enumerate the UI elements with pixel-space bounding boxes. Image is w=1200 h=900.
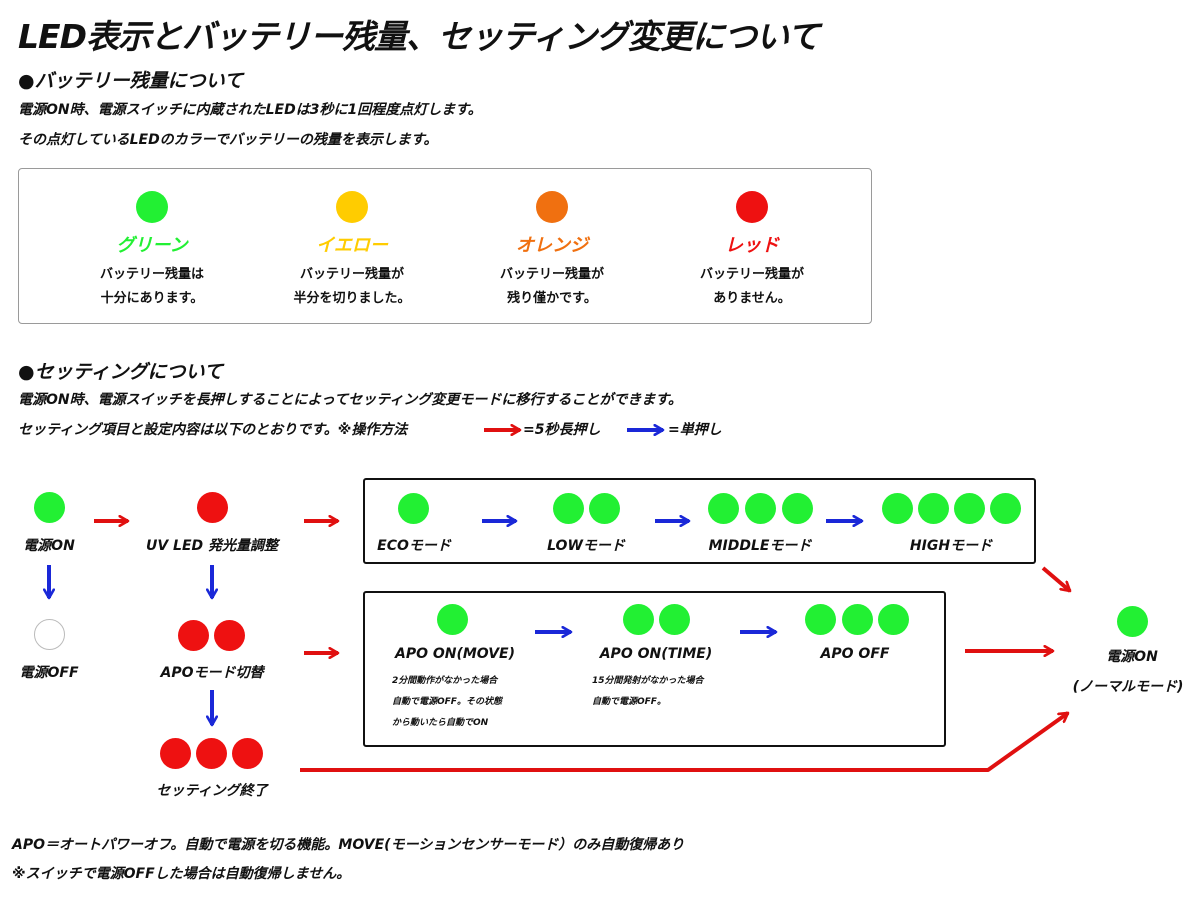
battery-level-name: レッド [725,235,779,256]
green-led-icon [918,493,949,524]
brightness-mode-box [363,478,1036,564]
apo-mode-label: APOモード切替 [160,665,264,681]
green-led-icon [708,493,739,524]
battery-level-desc: バッテリー残量が残り僅かです。 [499,267,604,306]
battery-level-desc: バッテリー残量が半分を切りました。 [293,267,411,306]
apo-mode-box [363,591,946,747]
apo-time-note: 15分間発射がなかった場合自動で電源OFF。 [592,676,704,707]
battery-level-orange: オレンジ バッテリー残量が残り僅かです。 [462,169,642,311]
green-led-icon [623,604,654,635]
long-press-legend: =5秒長押し [523,422,601,438]
green-led-icon [398,493,429,524]
apo-move-label: APO ON(MOVE) [394,646,516,662]
green-led-icon [882,493,913,524]
footer-switch-note: ※スイッチで電源OFFした場合は自動復帰しません。 [12,866,351,882]
mode-high-label: HIGHモード [909,538,993,554]
red-led-icon [160,738,191,769]
battery-level-red: レッド バッテリー残量がありません。 [662,169,842,311]
apo-move-note: 2分間動作がなかった場合自動で電源OFF。その状態から動いたら自動でON [392,676,502,728]
power-off-label: 電源OFF [19,665,79,681]
green-led-icon [842,604,873,635]
battery-level-name: グリーン [116,235,188,256]
power-on-label: 電源ON [23,538,75,554]
mode-middle-label: MIDDLEモード [708,538,812,554]
flow-arrow-long [300,711,1068,772]
battery-level-desc: バッテリー残量は十分にあります。 [99,267,204,306]
uv-led-label: UV LED 発光量調整 [145,538,279,554]
apo-off-label: APO OFF [820,646,890,662]
green-led-icon [437,604,468,635]
short-press-legend: =単押し [668,422,722,438]
footer-apo-note: APO＝オートパワーオフ。自動で電源を切る機能。MOVE(モーションセンサーモー… [12,837,685,853]
battery-level-yellow: イエロー バッテリー残量が半分を切りました。 [262,169,442,311]
green-led-icon [745,493,776,524]
normal-mode-label-line1: 電源ON [1106,649,1158,665]
green-led-icon [659,604,690,635]
battery-level-name: オレンジ [516,235,588,256]
green-led-icon [1117,606,1148,637]
setting-heading: ●セッティングについて [18,361,223,383]
green-led-icon [805,604,836,635]
battery-level-green: グリーン バッテリー残量は十分にあります。 [62,169,242,311]
red-led-icon [214,620,245,651]
battery-level-name: イエロー [316,235,388,256]
orange-led-icon [536,191,568,223]
red-led-icon [736,191,768,223]
page-title: LED表示とバッテリー残量、セッティング変更について [18,17,820,56]
red-led-icon [197,492,228,523]
battery-level-panel: グリーン バッテリー残量は十分にあります。 イエロー バッテリー残量が半分を切り… [18,168,872,324]
setting-desc-line1: 電源ON時、電源スイッチを長押しすることによってセッティング変更モードに移行する… [18,392,682,408]
setting-end-label: セッティング終了 [156,783,268,799]
red-led-icon [178,620,209,651]
green-led-icon [136,191,168,223]
mode-eco-label: ECOモード [377,538,451,554]
battery-desc-line1: 電源ON時、電源スイッチに内蔵されたLEDは3秒に1回程度点灯します。 [18,102,482,118]
setting-desc-line2: セッティング項目と設定内容は以下のとおりです。※操作方法 [18,422,408,438]
green-led-icon [553,493,584,524]
normal-mode-label-line2: (ノーマルモード) [1072,679,1184,695]
green-led-icon [990,493,1021,524]
off-led-icon [34,619,65,650]
battery-level-desc: バッテリー残量がありません。 [699,267,804,306]
red-led-icon [196,738,227,769]
green-led-icon [589,493,620,524]
red-led-icon [232,738,263,769]
green-led-icon [954,493,985,524]
yellow-led-icon [336,191,368,223]
green-led-icon [34,492,65,523]
green-led-icon [878,604,909,635]
battery-heading: ●バッテリー残量について [18,70,244,92]
apo-time-label: APO ON(TIME) [599,646,713,662]
mode-low-label: LOWモード [547,538,625,554]
battery-desc-line2: その点灯しているLEDのカラーでバッテリーの残量を表示します。 [18,132,438,148]
flow-arrow-long [1041,566,1070,593]
green-led-icon [782,493,813,524]
